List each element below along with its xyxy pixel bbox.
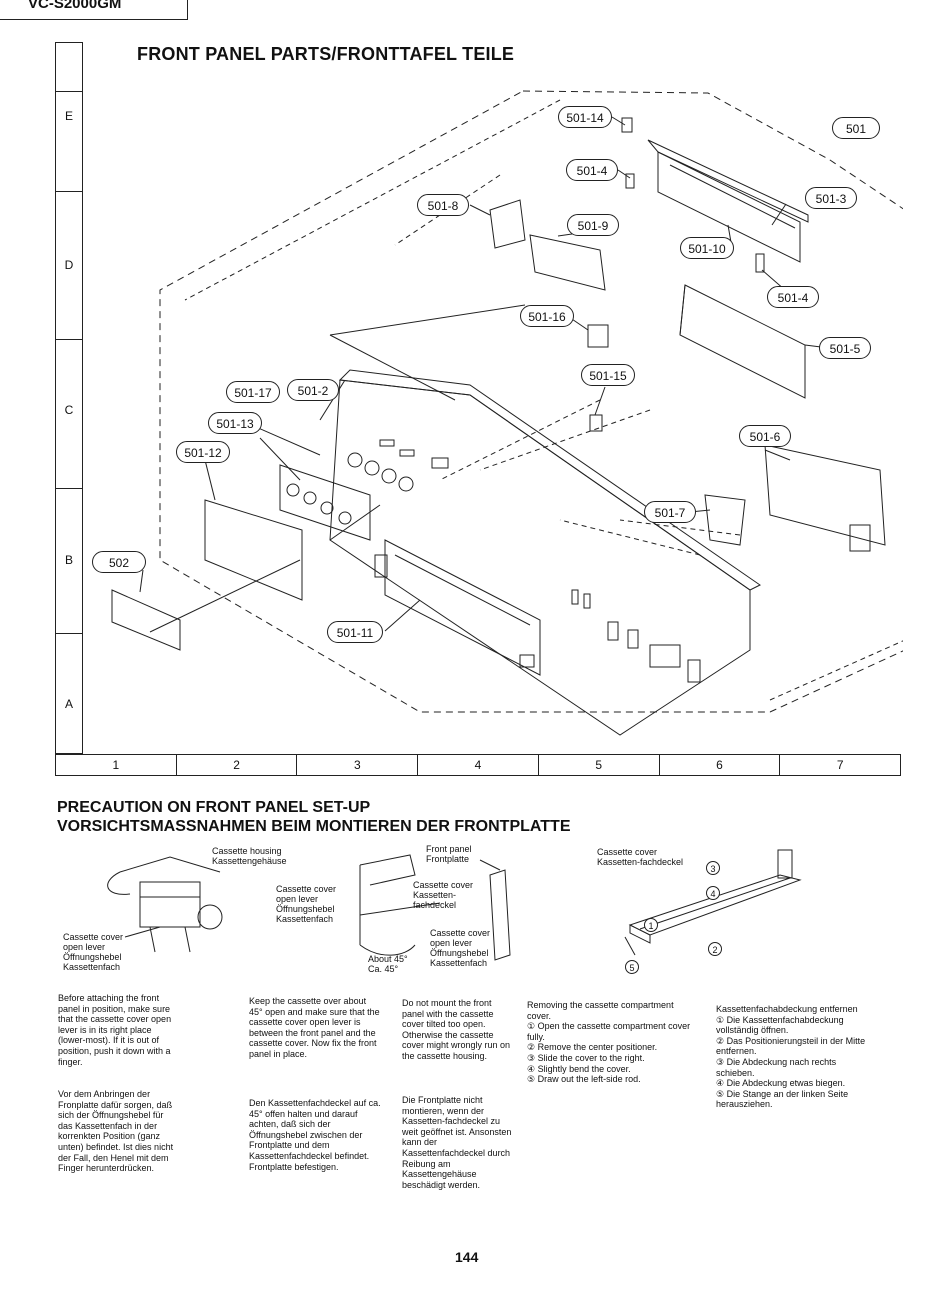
row-label: A [64,697,73,711]
callout-501-6: 501-6 [739,425,791,447]
col-label: 7 [836,758,844,772]
exploded-view-drawing [111,90,903,736]
callout-501-9: 501-9 [567,214,619,236]
fig1-housing-label: Cassette housing Kassettengehäuse [212,846,287,866]
step-marker-3: 3 [706,861,720,875]
callout-501: 501 [832,117,880,139]
fig2-cover-label: Cassette cover Kassetten- fachdeckel [413,880,474,910]
text-col4-step: ③ Slide the cover to the right. [527,1052,645,1063]
col-label: 5 [539,755,660,775]
callout-501-4: 501-4 [566,159,618,181]
callout-501-14: 501-14 [558,106,612,128]
fig2-front-panel-label: Front panel Frontplatte [426,844,472,864]
row-label: E [64,109,73,123]
col-label: 3 [297,755,419,775]
text-col4-step: ② Remove the center positioner. [527,1042,658,1053]
callout-501-12: 501-12 [176,441,230,463]
callout-501-11: 501-11 [327,621,383,643]
callout-501-4b: 501-4 [767,286,819,308]
page-number: 144 [455,1249,479,1265]
col-label: 4 [418,755,539,775]
precaution-title-en: PRECAUTION ON FRONT PANEL SET-UP [57,799,371,816]
column-grid: 1 2 3 4 5 6 7 [55,754,901,776]
text-col5-step: ② Das Positionierungsteil in der Mitte e… [716,1035,866,1057]
fig2-angle-label: About 45° Ca. 45° [368,954,408,974]
col-label: 6 [660,755,781,775]
callout-502: 502 [92,551,146,573]
text-col4-step: ④ Slightly bend the cover. [527,1063,631,1074]
text-col3-en: Do not mount the front panel with the ca… [402,998,511,1061]
text-col1-en: Before attaching the front panel in posi… [58,993,172,1067]
text-col4-step: ⑤ Draw out the left-side rod. [527,1074,641,1085]
text-col4-step: ① Open the cassette compartment cover fu… [527,1021,691,1042]
text-col5-step: ③ Die Abdeckung nach rechts schieben. [716,1056,837,1078]
callout-501-16: 501-16 [520,305,574,327]
figure-front-panel-angle [359,854,511,961]
text-col2-en: Keep the cassette over about 45° open an… [249,996,380,1059]
diagram-title: FRONT PANEL PARTS/FRONTTAFEL TEILE [137,44,515,64]
text-col2-de: Den Kassettenfachdeckel auf ca. 45° offe… [249,1098,381,1172]
callout-501-7: 501-7 [644,501,696,523]
fig2-lever-label: Cassette cover open lever Öffnungshebel … [276,884,337,924]
text-col1-de: Vor dem Anbringen der Fronplatte dafür s… [58,1089,174,1174]
text-col5-step: ⑤ Die Stange an der linken Seite herausz… [716,1088,849,1110]
text-col3-de: Die Frontplatte nicht montieren, wenn de… [402,1095,512,1190]
row-grid: E D C B A [55,42,83,754]
text-col5-intro: Kassettenfachabdeckung entfernen [716,1004,858,1014]
callout-501-3: 501-3 [805,187,857,209]
callout-501-5: 501-5 [819,337,871,359]
step-marker-2: 2 [708,942,722,956]
callout-501-13: 501-13 [208,412,262,434]
step-marker-1: 1 [644,918,658,932]
step-marker-4: 4 [706,886,720,900]
text-col5: Kassettenfachabdeckung entfernen ① Die K… [716,1004,876,1110]
callout-501-2: 501-2 [287,379,339,401]
fig1-lever-label: Cassette cover open lever Öffnungshebel … [63,932,124,972]
precaution-title-de: VORSICHTSMASSNAHMEN BEIM MONTIEREN DER F… [57,818,571,835]
row-label: B [64,553,73,567]
row-label: D [64,258,74,272]
callout-501-17: 501-17 [226,381,280,403]
text-col4: Removing the cassette compartment cover.… [527,1000,699,1085]
text-col5-step: ① Die Kassettenfachabdeckung vollständig… [716,1014,844,1036]
model-number: VC-S2000GM [0,0,188,20]
fig3-cover-label: Cassette cover Kassetten-fachdeckel [597,847,684,867]
text-col5-step: ④ Die Abdeckung etwas biegen. [716,1078,846,1089]
callout-501-15: 501-15 [581,364,635,386]
step-marker-5: 5 [625,960,639,974]
col-label: 1 [56,755,177,775]
row-label: C [64,403,74,417]
figure-cassette-cover-removal [624,849,802,956]
callout-501-8: 501-8 [417,194,469,216]
fig2-lever2-label: Cassette cover open lever Öffnungshebel … [430,928,491,968]
figure-cassette-lever [107,856,223,953]
text-col4-intro: Removing the cassette compartment cover. [527,1000,674,1021]
col-label: 2 [177,755,298,775]
callout-501-10: 501-10 [680,237,734,259]
